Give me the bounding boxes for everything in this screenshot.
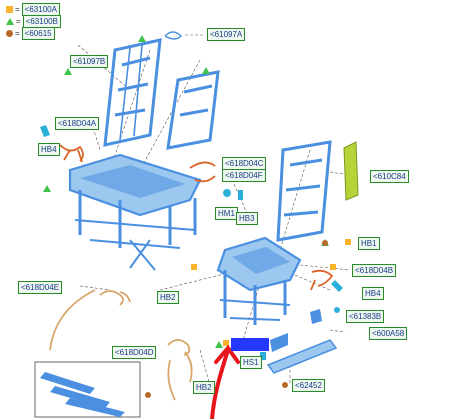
callout-61097B[interactable]: <61097B: [70, 55, 109, 68]
seatback-frame-right: [276, 140, 332, 242]
markers: [43, 35, 351, 398]
callout-hb3[interactable]: HB3: [236, 212, 258, 225]
harness-center: [189, 161, 216, 183]
clips: [40, 125, 343, 360]
callout-600A58[interactable]: <600A58: [369, 327, 408, 340]
triangle-marker-icon: [6, 18, 14, 25]
callout-hb4-right[interactable]: HB4: [362, 287, 384, 300]
callout-hb4-left[interactable]: HB4: [38, 143, 60, 156]
seatback-frame-left: [103, 38, 162, 147]
headrest-guide: [164, 31, 183, 40]
callout-61097A[interactable]: <61097A: [207, 28, 246, 41]
legend-row-circle: = <60615: [6, 27, 55, 40]
callout-hs1[interactable]: HS1: [240, 356, 262, 369]
callout-618D04B[interactable]: <618D04B: [352, 264, 397, 277]
callout-selected[interactable]: <63100A: [231, 338, 270, 351]
harness-lower-left: [49, 289, 131, 351]
callout-hb2-upper[interactable]: HB2: [157, 291, 179, 304]
seat-rail: [266, 339, 338, 374]
inset-detail: [34, 361, 141, 418]
callout-610C84[interactable]: <610C84: [370, 170, 409, 183]
callout-61383B[interactable]: <61383B: [346, 310, 385, 323]
side-panel: [343, 141, 359, 201]
callout-62452[interactable]: <62452: [292, 379, 325, 392]
legend-row-square: = <63100A: [6, 3, 60, 16]
bench-seat-right: [216, 236, 302, 325]
callout-618D04E[interactable]: <618D04E: [18, 281, 63, 294]
latch-part: [310, 309, 322, 324]
callout-hb2-lower[interactable]: HB2: [193, 381, 215, 394]
callout-618D04A[interactable]: <618D04A: [55, 117, 100, 130]
rail-bracket: [270, 333, 288, 352]
callout-hm1[interactable]: HM1: [215, 207, 238, 220]
seatback-frame-center: [166, 70, 220, 150]
harness-lower-center: [167, 339, 193, 401]
callout-hb1[interactable]: HB1: [358, 237, 380, 250]
circle-marker-icon: [6, 30, 13, 37]
harness-right: [310, 269, 334, 291]
annotation-arrow: [210, 344, 240, 419]
legend-code-circle[interactable]: <60615: [21, 27, 55, 40]
square-marker-icon: [6, 6, 13, 13]
harness-upper-left: [59, 144, 84, 163]
callout-618D04F[interactable]: <618D04F: [222, 169, 266, 182]
bench-seat-left: [68, 153, 202, 271]
callout-618D04D[interactable]: <618D04D: [112, 346, 157, 359]
